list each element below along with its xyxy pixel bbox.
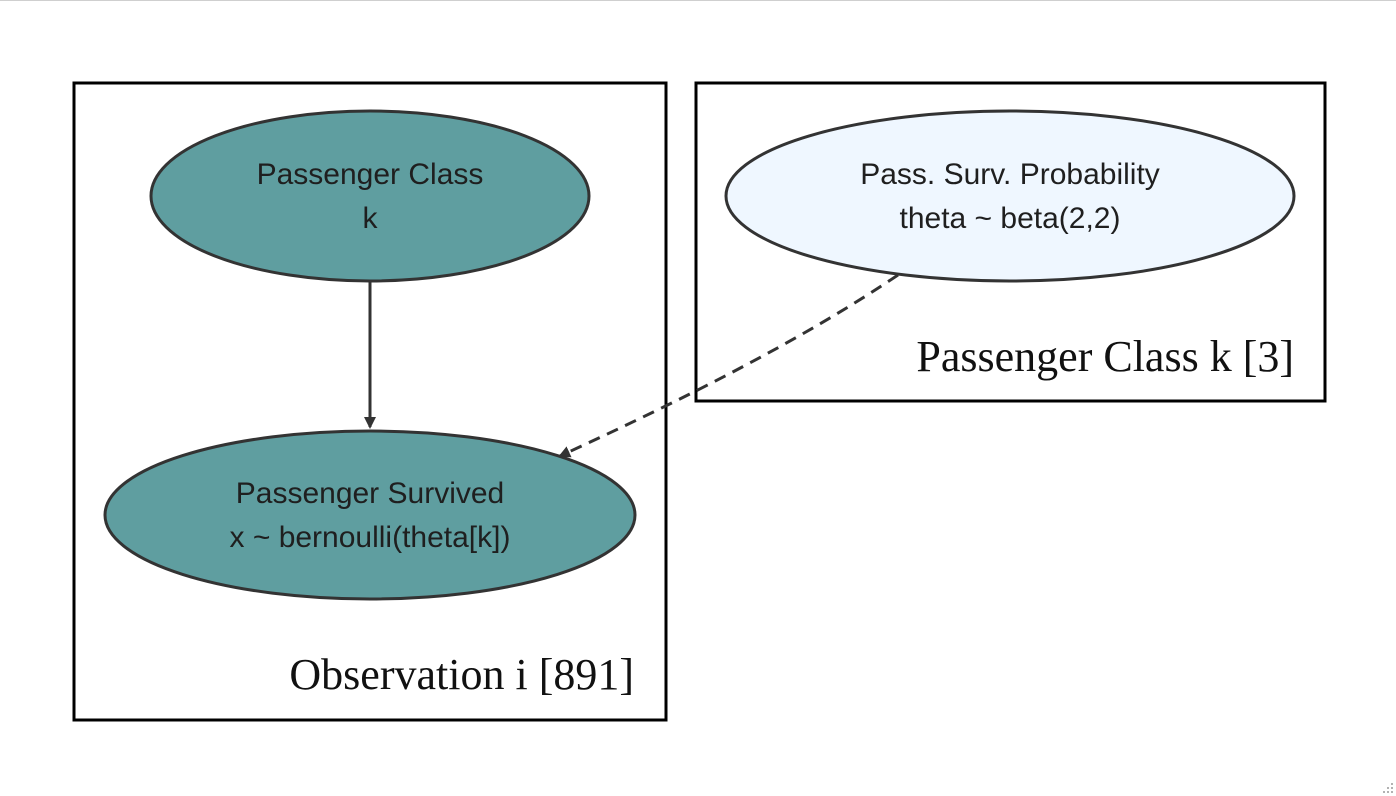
passenger-class-plate-border bbox=[694, 81, 1327, 403]
node-passenger-survived[interactable]: Passenger Survived x ~ bernoulli(theta[k… bbox=[103, 429, 637, 601]
node-passenger-survived-title: Passenger Survived bbox=[236, 477, 504, 510]
passenger-class-plate: Passenger Class k [3] bbox=[694, 81, 1327, 403]
node-passenger-class-variable: k bbox=[363, 202, 379, 235]
node-survival-probability-distribution: theta ~ beta(2,2) bbox=[900, 202, 1121, 235]
node-passenger-class-title: Passenger Class bbox=[257, 158, 484, 191]
node-survival-probability[interactable]: Pass. Surv. Probability theta ~ beta(2,2… bbox=[724, 109, 1296, 283]
node-passenger-survived-distribution: x ~ bernoulli(theta[k]) bbox=[230, 521, 511, 554]
node-survival-probability-title: Pass. Surv. Probability bbox=[860, 158, 1160, 191]
node-survival-probability-shape bbox=[724, 109, 1296, 283]
node-passenger-survived-shape bbox=[103, 429, 637, 601]
observation-plate-border bbox=[72, 81, 668, 722]
observation-plate: Observation i [891] bbox=[72, 81, 668, 722]
passenger-class-plate-label: Passenger Class k [3] bbox=[916, 332, 1294, 381]
observation-plate-label: Observation i [891] bbox=[289, 650, 634, 699]
resize-grip-icon[interactable] bbox=[1380, 780, 1394, 794]
edge-probability-to-survived bbox=[558, 273, 899, 458]
node-passenger-class[interactable]: Passenger Class k bbox=[149, 109, 591, 283]
node-passenger-class-shape bbox=[149, 109, 591, 283]
